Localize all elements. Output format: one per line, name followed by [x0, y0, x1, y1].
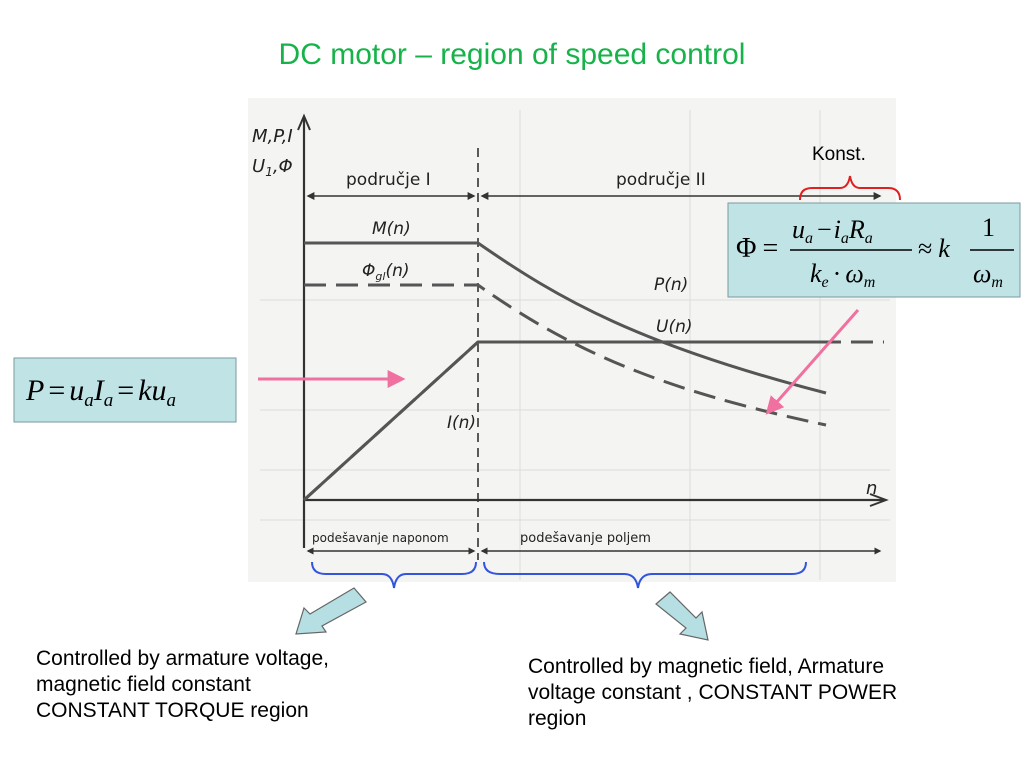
curve-i-label: I(n): [447, 413, 476, 433]
flux-denominator: ke·ωm: [810, 259, 875, 291]
field-brace: [483, 561, 807, 589]
curve-phi-arg: (n): [385, 261, 409, 281]
curve-p-rise: [302, 340, 480, 502]
flux-omega-denominator: ωm: [973, 259, 1003, 291]
curve-phi: [304, 283, 827, 427]
x-axis-arrow: [869, 493, 889, 507]
x-axis-label: n: [866, 478, 877, 499]
flux-numerator: ua−iaRa: [792, 215, 873, 247]
right-note-line3: region: [528, 707, 587, 730]
scan-background: [248, 98, 896, 582]
left-block-arrow: [295, 587, 367, 635]
right-note: Controlled by magnetic field, Armature v…: [528, 654, 998, 732]
curve-m: [304, 241, 827, 395]
power-formula: P=uaIa=kua: [25, 374, 176, 411]
slide-title: DC motor – region of speed control: [278, 38, 746, 71]
curve-m-label: M(n): [372, 219, 411, 239]
y-axis-label-phi: ,Φ: [273, 156, 293, 177]
curve-phi-label: Φ: [362, 261, 375, 281]
scan-texture: [260, 110, 890, 580]
left-note-line1: Controlled by armature voltage,: [36, 647, 329, 670]
y-axis-label-bottom: U: [252, 156, 265, 177]
konst-label: Konst.: [812, 144, 866, 165]
flux-approx: ≈k: [918, 234, 950, 263]
left-note-line2: magnetic field constant: [36, 673, 251, 696]
svg-text:Φgl(n): Φgl(n): [362, 261, 409, 283]
right-note-line2: voltage constant , CONSTANT POWER: [528, 681, 898, 704]
left-note: Controlled by armature voltage, magnetic…: [36, 646, 456, 724]
curve-u-label: U(n): [656, 317, 692, 337]
left-note-line3: CONSTANT TORQUE region: [36, 699, 309, 722]
y-axis-label-top: M,P,I: [252, 126, 293, 147]
flux-one: 1: [982, 213, 995, 242]
curve-p-label: P(n): [654, 275, 688, 295]
bottom-label-field: podešavanje poljem: [520, 531, 651, 546]
konst-brace: [799, 175, 901, 201]
flux-phi: Φ=: [736, 233, 778, 264]
power-formula-box: [13, 357, 237, 423]
region-1-label: područje I: [346, 170, 431, 190]
svg-text:U1,Φ: U1,Φ: [252, 156, 293, 179]
curve-phi-sub: gl: [375, 270, 385, 283]
voltage-brace: [311, 561, 477, 589]
y-axis-arrow: [297, 113, 311, 131]
y-axis-label-sub: 1: [265, 165, 273, 179]
region-2-label: područje II: [616, 170, 706, 190]
flux-arrow: [765, 309, 860, 415]
bottom-label-voltage: podešavanje naponom: [312, 531, 449, 545]
right-block-arrow: [655, 591, 709, 641]
right-note-line1: Controlled by magnetic field, Armature: [528, 655, 885, 678]
